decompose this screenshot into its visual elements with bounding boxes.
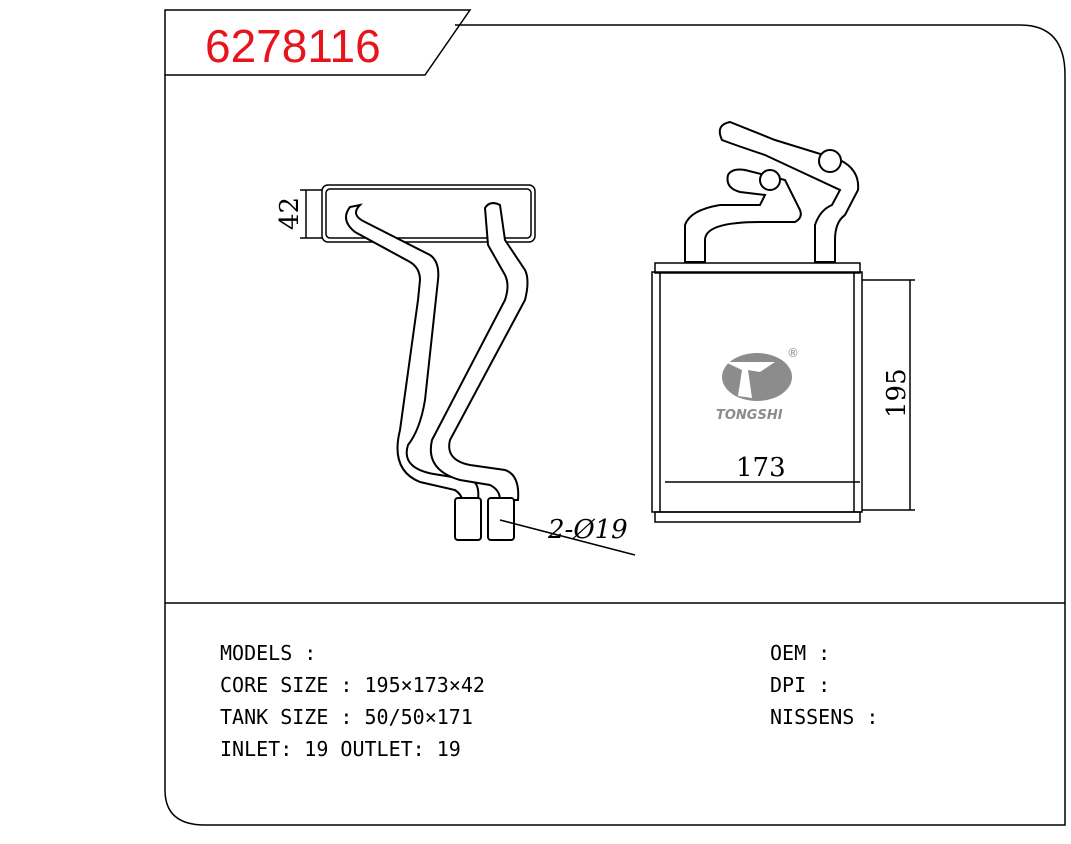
tongshi-logo: TONGSHI ® bbox=[716, 346, 799, 423]
dpi-label: DPI : bbox=[770, 673, 830, 697]
logo-text: TONGSHI bbox=[716, 408, 783, 423]
registered-mark: ® bbox=[787, 346, 799, 360]
core-size: CORE SIZE : 195×173×42 bbox=[220, 673, 485, 697]
side-view-drawing bbox=[300, 184, 636, 556]
front-view-drawing bbox=[651, 120, 915, 523]
spec-table: MODELS : CORE SIZE : 195×173×42 TANK SIZ… bbox=[220, 641, 878, 761]
height-dimension: 195 bbox=[882, 368, 912, 418]
width-dimension: 173 bbox=[736, 453, 786, 483]
nissens-label: NISSENS : bbox=[770, 705, 878, 729]
inlet-outlet: INLET: 19 OUTLET: 19 bbox=[220, 737, 461, 761]
thickness-dimension: 42 bbox=[275, 197, 305, 230]
oem-label: OEM : bbox=[770, 641, 830, 665]
part-number-title: 6278116 bbox=[205, 20, 381, 72]
models-label: MODELS : bbox=[220, 641, 316, 665]
pipe-diameter-dimension: 2-Ø19 bbox=[547, 515, 628, 545]
sheet-frame bbox=[164, 9, 1066, 826]
tank-size: TANK SIZE : 50/50×171 bbox=[220, 705, 473, 729]
